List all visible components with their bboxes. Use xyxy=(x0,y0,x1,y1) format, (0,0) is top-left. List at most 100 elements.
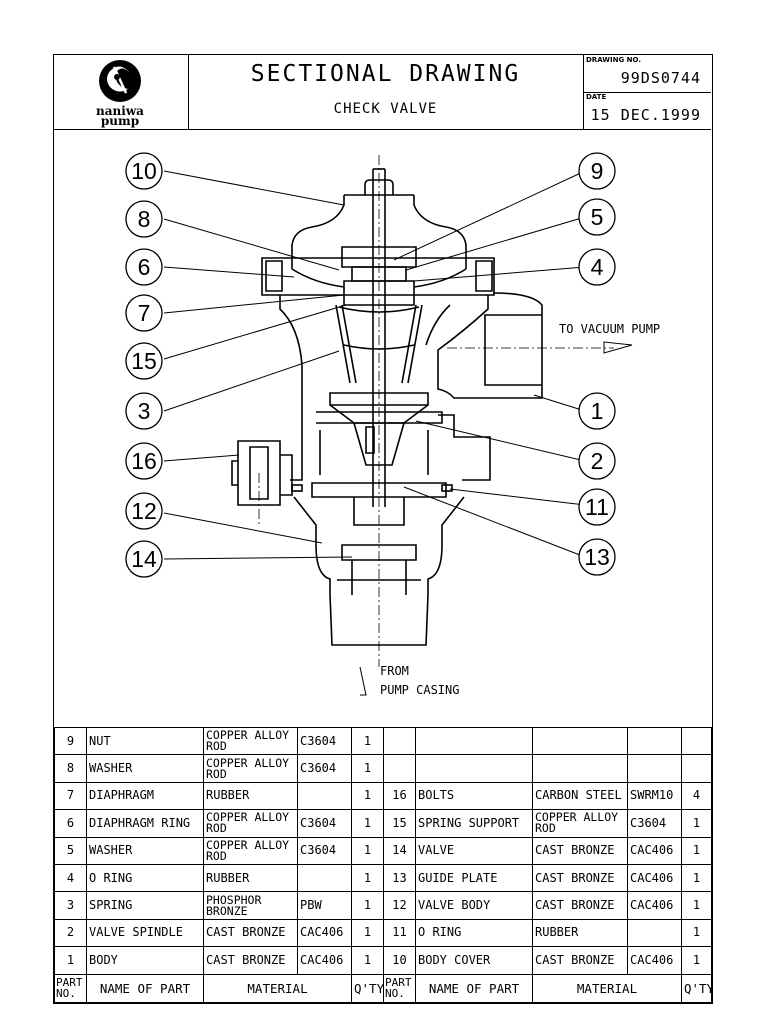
part-no: 16 xyxy=(383,781,416,811)
part-spec xyxy=(627,918,682,948)
part-spec: CAC406 xyxy=(627,946,682,975)
part-qty: 1 xyxy=(681,891,712,920)
date-label: DATE xyxy=(586,93,607,101)
balloon-9: 9 xyxy=(591,158,604,184)
part-spec: C3604 xyxy=(297,836,352,865)
part-material: CARBON STEEL xyxy=(532,781,628,811)
flow-arrow-out-icon xyxy=(603,341,633,354)
part-spec: CAC406 xyxy=(297,946,352,975)
part-no: 11 xyxy=(383,918,416,948)
part-qty xyxy=(681,726,712,756)
naniwa-pump-logo: naniwa pump xyxy=(96,60,144,128)
logo-text-line1: naniwa xyxy=(96,104,144,118)
center-lines xyxy=(258,155,614,667)
part-material: COPPER ALLOY ROD xyxy=(532,809,628,838)
part-name: WASHER xyxy=(86,836,204,865)
drawing-subtitle: CHECK VALVE xyxy=(333,101,438,117)
balloon-15: 15 xyxy=(131,348,157,374)
part-material: RUBBER xyxy=(203,863,298,893)
part-material: RUBBER xyxy=(203,781,298,811)
part-spec xyxy=(627,754,682,783)
title-cell: SECTIONAL DRAWING CHECK VALVE xyxy=(188,55,584,129)
part-qty: 1 xyxy=(351,809,384,838)
part-name: NUT xyxy=(86,726,204,756)
part-name: O RING xyxy=(86,863,204,893)
part-no: 3 xyxy=(54,891,87,920)
part-no: 15 xyxy=(383,809,416,838)
drawing-sheet: naniwa pump SECTIONAL DRAWING CHECK VALV… xyxy=(53,54,713,1004)
part-spec xyxy=(627,726,682,756)
part-qty: 1 xyxy=(351,863,384,893)
title-block: naniwa pump SECTIONAL DRAWING CHECK VALV… xyxy=(54,55,711,130)
balloon-11: 11 xyxy=(585,494,609,520)
part-no xyxy=(383,754,416,783)
drawing-number-value: 99DS0744 xyxy=(620,69,701,87)
header-part-no-2: PART NO. xyxy=(383,973,416,1003)
part-name: WASHER xyxy=(86,754,204,783)
part-name: SPRING SUPPORT xyxy=(415,809,533,838)
part-material: CAST BRONZE xyxy=(532,891,628,920)
part-name: BODY xyxy=(86,946,204,975)
part-qty: 1 xyxy=(351,836,384,865)
logo-text-line2: pump xyxy=(101,114,139,128)
part-no: 8 xyxy=(54,754,87,783)
header-name-of-part: NAME OF PART xyxy=(86,973,204,1003)
part-qty xyxy=(681,754,712,783)
drawing-number-label: DRAWING NO. xyxy=(586,56,641,64)
balloon-6: 6 xyxy=(138,254,151,280)
part-spec: C3604 xyxy=(627,809,682,838)
date-value: 15 DEC.1999 xyxy=(590,106,701,124)
part-material: PHOSPHOR BRONZE xyxy=(203,891,298,920)
flow-arrow-in-icon xyxy=(359,666,367,696)
part-qty: 1 xyxy=(351,891,384,920)
valve-outline xyxy=(231,168,543,646)
part-material xyxy=(532,726,628,756)
header-qty: Q'TY xyxy=(351,973,384,1003)
balloon-2: 2 xyxy=(591,448,604,474)
info-cell: DRAWING NO. 99DS0744 DATE 15 DEC.1999 xyxy=(583,55,711,129)
header-part-no: PART NO. xyxy=(54,973,87,1003)
part-material: CAST BRONZE xyxy=(203,946,298,975)
part-name: VALVE SPINDLE xyxy=(86,918,204,948)
balloons-left xyxy=(125,152,163,578)
logo-cell: naniwa pump xyxy=(54,55,189,129)
note-pump-casing: PUMP CASING xyxy=(380,683,459,697)
header-material-2: MATERIAL xyxy=(532,973,682,1003)
part-no: 5 xyxy=(54,836,87,865)
part-spec xyxy=(297,863,352,893)
part-no: 13 xyxy=(383,863,416,893)
part-no: 12 xyxy=(383,891,416,920)
part-qty: 4 xyxy=(681,781,712,811)
part-qty: 1 xyxy=(351,726,384,756)
part-material: COPPER ALLOY ROD xyxy=(203,809,298,838)
part-qty: 1 xyxy=(351,754,384,783)
part-name: VALVE BODY xyxy=(415,891,533,920)
sectional-drawing: 10 8 6 7 15 3 16 12 14 9 5 4 1 2 11 13 T… xyxy=(125,152,660,697)
part-name xyxy=(415,754,533,783)
part-no: 4 xyxy=(54,863,87,893)
part-no: 6 xyxy=(54,809,87,838)
part-qty: 1 xyxy=(681,836,712,865)
part-no: 7 xyxy=(54,781,87,811)
part-no: 2 xyxy=(54,918,87,948)
part-no: 9 xyxy=(54,726,87,756)
part-material xyxy=(532,754,628,783)
part-name: DIAPHRAGM RING xyxy=(86,809,204,838)
part-qty: 1 xyxy=(681,946,712,975)
header-name-of-part-2: NAME OF PART xyxy=(415,973,533,1003)
part-material: CAST BRONZE xyxy=(532,836,628,865)
balloon-4: 4 xyxy=(591,254,604,280)
date-row: DATE 15 DEC.1999 xyxy=(583,92,711,129)
part-spec: SWRM10 xyxy=(627,781,682,811)
part-material: CAST BRONZE xyxy=(203,918,298,948)
balloon-5: 5 xyxy=(591,204,604,230)
part-qty: 1 xyxy=(681,809,712,838)
part-qty: 1 xyxy=(681,918,712,948)
part-name: SPRING xyxy=(86,891,204,920)
